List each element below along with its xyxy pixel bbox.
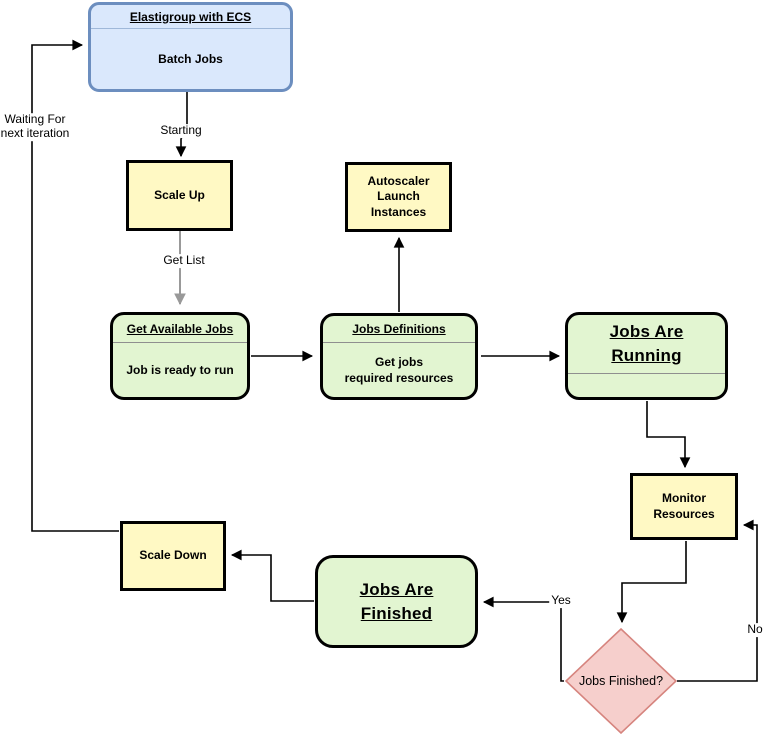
node-decision-jobs-finished: Jobs Finished?	[565, 628, 677, 734]
node-elastigroup-body: Batch Jobs	[158, 51, 223, 66]
edge-scaledown-to-elastigroup	[31, 39, 119, 532]
decision-diamond-shape	[565, 628, 677, 734]
node-jobs-definitions-body: Get jobs required resources	[344, 354, 454, 385]
node-monitor-resources: Monitor Resources	[630, 473, 738, 540]
node-monitor-resources-label: Monitor Resources	[653, 490, 715, 521]
node-get-available-jobs-title: Get Available Jobs	[113, 315, 247, 343]
edge-label-waiting-for-next-iteration: Waiting For next iteration	[0, 112, 72, 141]
edge-monitor-to-decision	[616, 541, 687, 624]
node-get-available-jobs-body: Job is ready to run	[126, 362, 234, 377]
node-jobs-definitions-title: Jobs Definitions	[323, 316, 475, 343]
edge-running-to-monitor	[646, 401, 691, 469]
node-scale-down-label: Scale Down	[139, 548, 207, 563]
edge-finished-to-scaledown	[230, 549, 314, 602]
node-jobs-definitions: Jobs Definitions Get jobs required resou…	[320, 313, 478, 400]
node-autoscaler-label: Autoscaler Launch Instances	[367, 173, 430, 219]
edge-label-starting: Starting	[158, 123, 204, 138]
node-jobs-are-running-body	[568, 374, 725, 397]
edge-label-no: No	[745, 622, 765, 637]
node-jobs-are-finished: Jobs Are Finished	[315, 555, 478, 648]
node-elastigroup-batch-jobs: Elastigroup with ECS Batch Jobs	[88, 2, 293, 92]
node-scale-up-label: Scale Up	[154, 187, 205, 202]
node-decision-label: Jobs Finished?	[578, 674, 664, 688]
node-scale-down: Scale Down	[120, 521, 226, 591]
node-jobs-are-running: Jobs Are Running	[565, 312, 728, 400]
edge-decision-no-to-monitor	[677, 519, 758, 682]
edge-decision-yes-to-finished	[482, 596, 564, 682]
node-jobs-are-running-title: Jobs Are Running	[568, 315, 725, 374]
edge-label-yes: Yes	[549, 593, 573, 608]
edge-label-get-list: Get List	[161, 253, 207, 268]
node-jobs-are-finished-label: Jobs Are Finished	[359, 579, 434, 623]
node-autoscaler-launch-instances: Autoscaler Launch Instances	[345, 162, 452, 232]
node-scale-up: Scale Up	[126, 160, 233, 231]
node-get-available-jobs: Get Available Jobs Job is ready to run	[110, 312, 250, 400]
node-elastigroup-title: Elastigroup with ECS	[91, 5, 290, 29]
